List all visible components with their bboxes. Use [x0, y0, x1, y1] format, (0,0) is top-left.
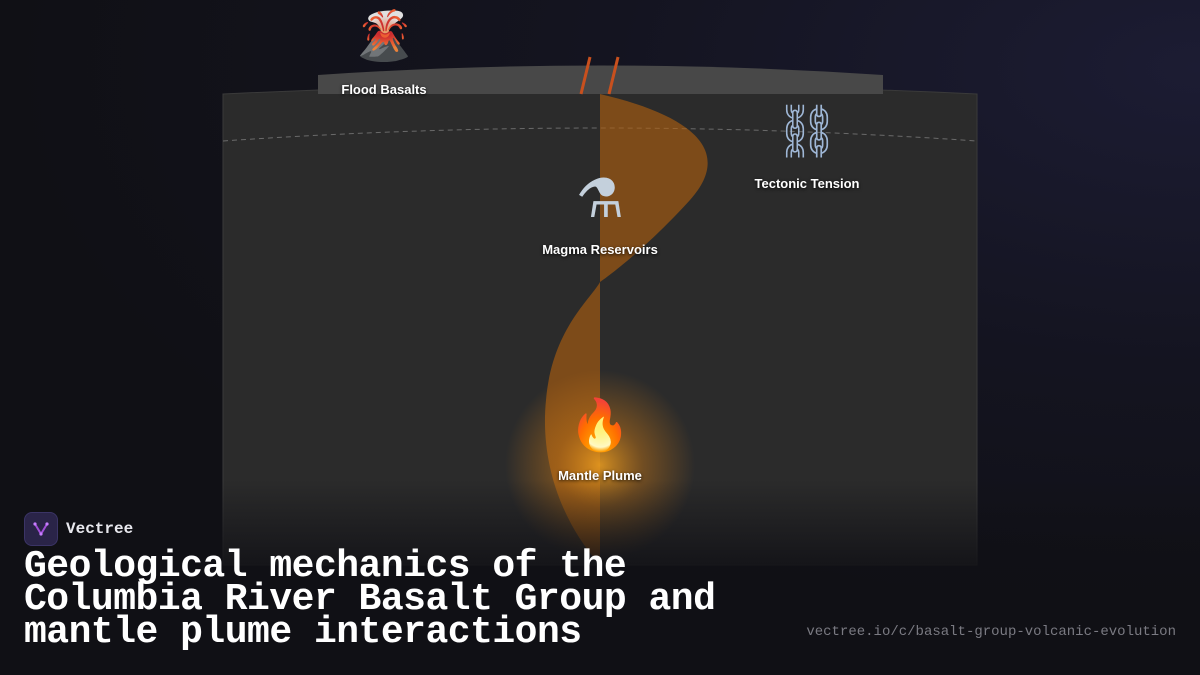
brand: Vectree: [24, 512, 133, 546]
node-label-mantle-plume: Mantle Plume: [558, 468, 642, 483]
vectree-logo-icon: [24, 512, 58, 546]
fire-icon: 🔥: [568, 396, 632, 454]
basalt-surface-layer: [318, 65, 883, 94]
node-label-tectonic-tension: Tectonic Tension: [754, 176, 860, 191]
bottom-fade-overlay: [0, 480, 1200, 675]
chains-icon: ⛓: [773, 102, 841, 162]
fissure-left: [579, 56, 592, 95]
page-title: Geological mechanics of the Columbia Riv…: [24, 545, 716, 654]
node-label-flood-basalts: Flood Basalts: [341, 82, 427, 97]
node-label-magma-reservoirs: Magma Reservoirs: [542, 242, 658, 257]
flask-icon: ⚗: [575, 167, 625, 230]
volcano-icon: 🌋: [354, 8, 414, 64]
brand-name: Vectree: [66, 520, 134, 538]
fissure-right: [607, 56, 620, 95]
source-url: vectree.io/c/basalt-group-volcanic-evolu…: [806, 624, 1176, 640]
